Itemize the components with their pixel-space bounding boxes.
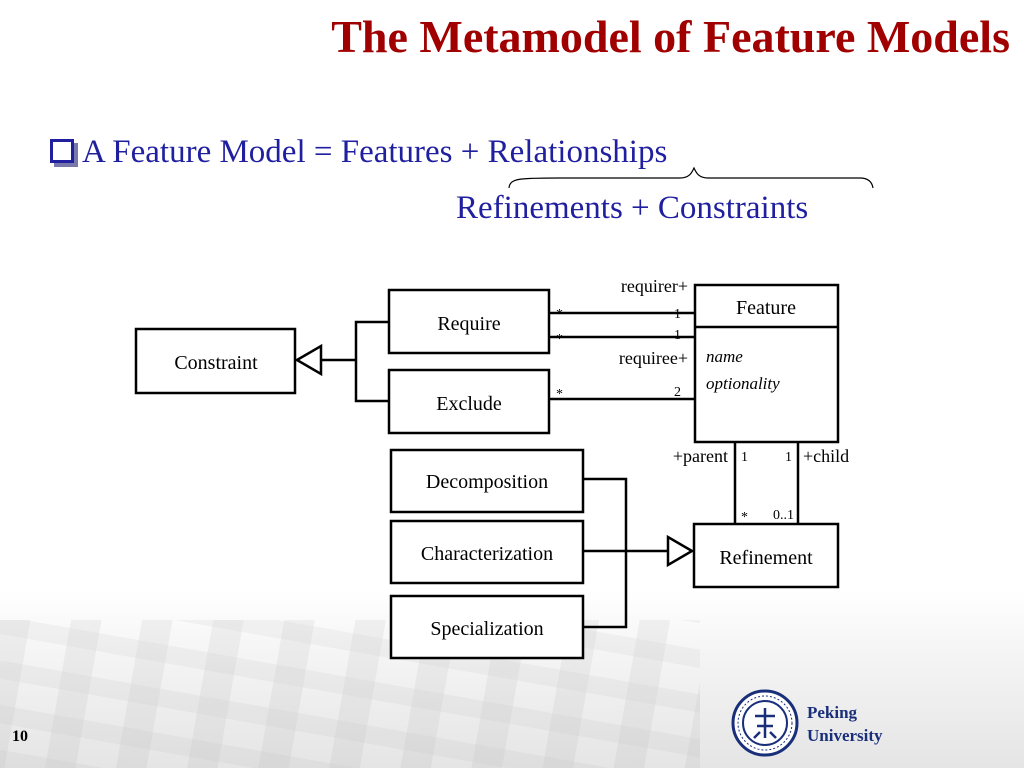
brace-shape (508, 166, 874, 189)
multiplicity-require-top-right: 1 (674, 307, 681, 322)
page-number: 10 (12, 728, 28, 745)
university-name-line2: University (807, 726, 883, 745)
multiplicity-parent-bottom: * (741, 510, 748, 525)
university-name: Peking University (807, 701, 883, 747)
slide-title: The Metamodel of Feature Models (331, 11, 1010, 62)
feature-label: Feature (736, 297, 796, 319)
multiplicity-exclude-left: * (556, 387, 563, 402)
university-name-line1: Peking (807, 703, 858, 722)
constraint-label: Constraint (174, 352, 258, 374)
multiplicity-child-top: 1 (785, 450, 792, 465)
refinement-generalization-line (583, 477, 628, 629)
exclude-label: Exclude (436, 393, 502, 415)
multiplicity-parent-top: 1 (741, 450, 748, 465)
specialization-label: Specialization (430, 618, 543, 640)
multiplicity-require-bottom-left: * (556, 332, 563, 347)
parent-role-label: +parent (673, 446, 728, 466)
multiplicity-exclude-right: 2 (674, 385, 681, 400)
multiplicity-require-top-left: * (556, 307, 563, 322)
refinement-generalization-arrowhead (666, 534, 695, 568)
bullet-item: A Feature Model = Features + Relationshi… (50, 134, 667, 171)
bullet-text: A Feature Model = Features + Relationshi… (82, 134, 668, 170)
characterization-box (389, 519, 585, 585)
feature-attribute-optionality: optionality (706, 374, 780, 393)
decomposition-box (389, 448, 585, 514)
feature-attribute-name: name (706, 347, 743, 366)
refinements-constraints-subline: Refinements + Constraints (456, 190, 809, 226)
constraint-box (134, 327, 297, 395)
refinement-label: Refinement (719, 547, 813, 569)
child-role-label: +child (803, 446, 849, 466)
constraint-generalization-arrowhead (294, 343, 323, 377)
decomposition-label: Decomposition (426, 471, 548, 493)
requirer-role-label: requirer+ (621, 276, 688, 296)
characterization-label: Characterization (421, 543, 553, 565)
refinement-box (692, 522, 840, 589)
feature-box (693, 283, 840, 444)
require-box (387, 288, 551, 355)
requiree-role-label: requiree+ (619, 348, 688, 368)
exclude-box (387, 368, 551, 435)
require-label: Require (437, 313, 500, 335)
multiplicity-require-bottom-right: 1 (674, 328, 681, 343)
constraint-generalization-line (354, 320, 389, 403)
multiplicity-child-bottom: 0..1 (773, 508, 794, 523)
checkbox-bullet-icon (50, 139, 74, 163)
university-seal-logo (731, 689, 799, 757)
